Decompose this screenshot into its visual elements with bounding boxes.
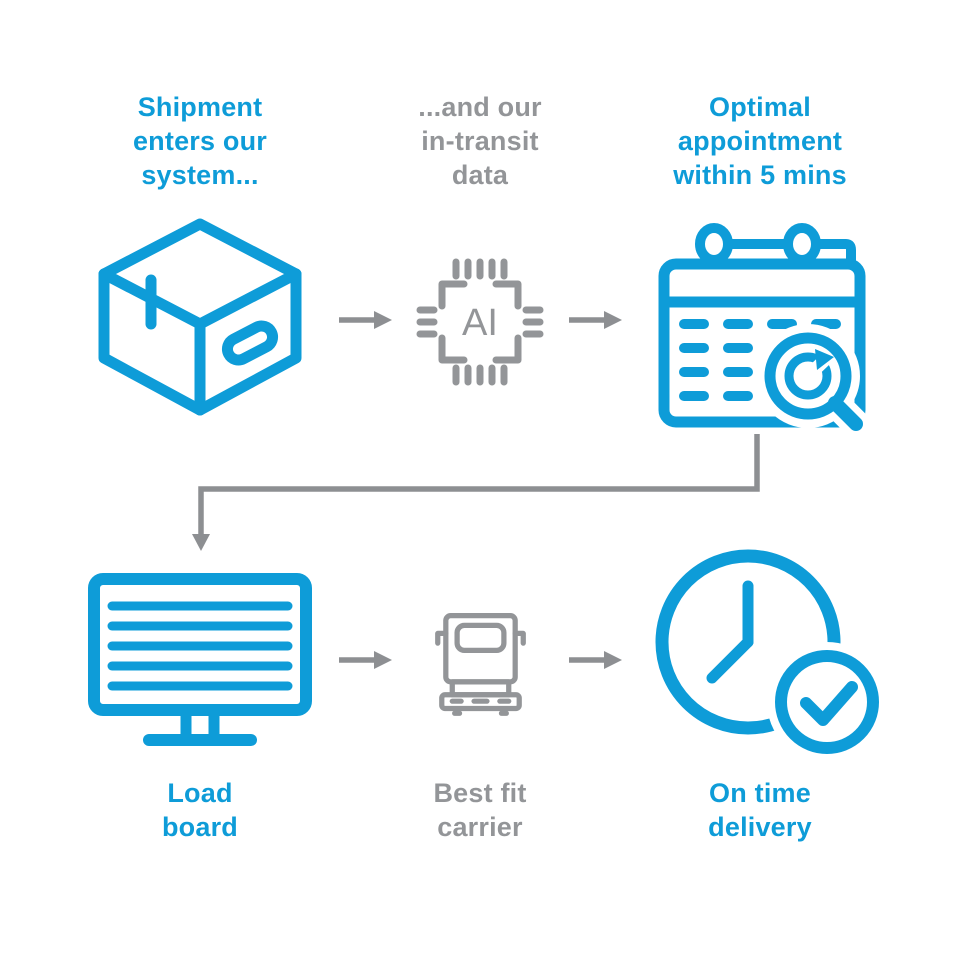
arrow-right-icon — [568, 648, 624, 672]
step-label-best-fit-carrier: Best fit carrier — [433, 778, 527, 842]
arrow-right-icon — [568, 308, 624, 332]
load-board-monitor-icon — [85, 570, 315, 765]
truck-windshield — [454, 622, 507, 653]
calendar-binder-rings — [695, 223, 856, 265]
checkmark-icon — [800, 681, 858, 726]
step-label-on-time-delivery: On time delivery — [708, 778, 812, 842]
step-label-optimal-appointment: Optimal appointment within 5 mins — [673, 92, 847, 190]
refresh-arrow — [784, 349, 835, 400]
clock-hands — [706, 580, 754, 684]
package-handle — [221, 320, 279, 366]
calendar-search-icon — [650, 218, 875, 433]
truck-mirror-right — [512, 630, 526, 646]
magnifier-refresh-icon — [756, 324, 871, 433]
truck-mirror-left — [435, 630, 449, 646]
ai-chip-text: AI — [462, 302, 498, 344]
arrow-right-icon — [338, 308, 394, 332]
truck-bumper — [439, 692, 522, 712]
step-label-load-board: Load board — [161, 778, 238, 842]
check-badge — [767, 642, 880, 762]
package-icon — [90, 210, 310, 425]
arrow-right-icon — [338, 648, 394, 672]
step-label-shipment: Shipment enters our system... — [132, 92, 268, 190]
step-label-in-transit-data: ...and our in-transit data — [418, 92, 542, 190]
ai-chip-icon: AI — [410, 252, 550, 392]
truck-icon — [428, 606, 533, 727]
clock-check-icon — [645, 545, 880, 765]
load-board-rows — [107, 601, 293, 691]
